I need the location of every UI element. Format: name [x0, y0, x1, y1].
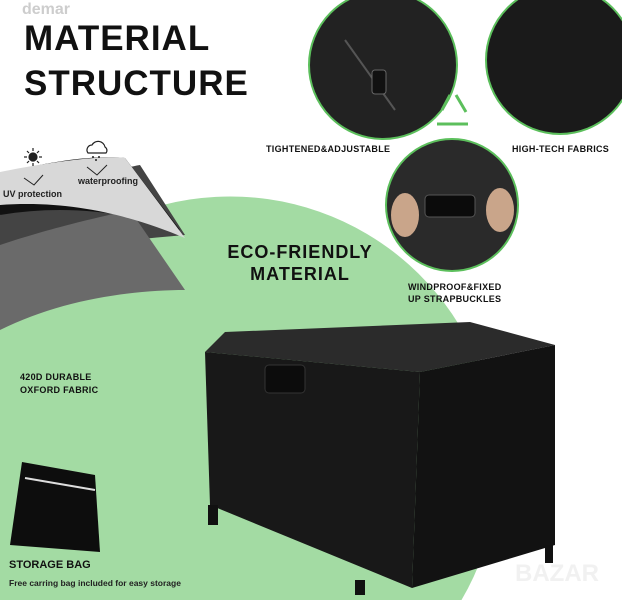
- eco-line-1: ECO-FRIENDLY: [227, 242, 373, 262]
- tightened-detail-photo: [308, 0, 458, 140]
- arrow-icon: [23, 174, 44, 186]
- high-tech-label: HIGH-TECH FABRICS: [512, 144, 610, 154]
- storage-bag-description: Free carring bag included for easy stora…: [9, 578, 181, 588]
- fabric-layer-grey: [0, 210, 185, 330]
- arrow-icon: [86, 164, 108, 176]
- windproof-label-1: WINDPROOF&FIXED: [408, 282, 502, 292]
- uv-protection-label: UV protection: [3, 189, 63, 199]
- watermark-logo: BAZAR: [515, 560, 599, 587]
- title-line-1: MATERIAL: [24, 19, 211, 58]
- sun-icon: [24, 148, 42, 166]
- storage-bag-title: STORAGE BAG: [9, 559, 91, 571]
- storage-bag-image: [10, 462, 100, 552]
- fabric-layer-top: [0, 157, 185, 238]
- recycle-icon: [437, 94, 468, 126]
- title-line-2: STRUCTURE: [24, 64, 249, 103]
- eco-line-2: MATERIAL: [250, 264, 350, 284]
- tightened-label: TIGHTENED&ADJUSTABLE: [266, 144, 391, 154]
- fabric-label-1: 420D DURABLE: [20, 372, 92, 382]
- eco-friendly-heading: ECO-FRIENDLY MATERIAL: [210, 241, 390, 285]
- watermark: demar: [22, 1, 71, 18]
- high-tech-fabric-photo: [485, 0, 622, 135]
- waterproofing-label: waterproofing: [78, 176, 138, 186]
- furniture-cover-image: [205, 322, 555, 595]
- fabric-label-2: OXFORD FABRIC: [20, 385, 99, 395]
- windproof-label-2: UP STRAPBUCKLES: [408, 294, 502, 304]
- rain-cloud-icon: [86, 140, 108, 161]
